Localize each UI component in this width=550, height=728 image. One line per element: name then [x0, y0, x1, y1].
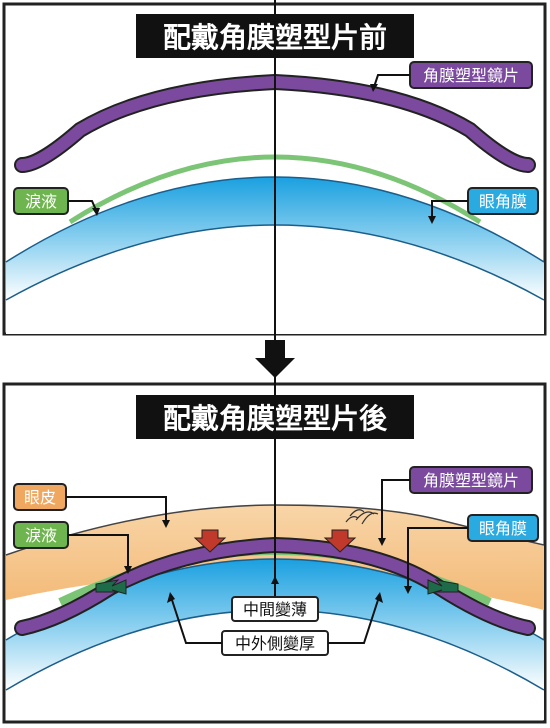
periphery-right-pointer: [328, 599, 379, 644]
before-tears-pointer-head: [92, 208, 100, 216]
periphery-left-pointer: [171, 599, 222, 644]
before-lens-label: 角膜塑型鏡片: [423, 66, 519, 85]
after-cornea: [6, 559, 544, 690]
before-tears-label: 淚液: [25, 192, 57, 211]
periphery-left-pointer-head: [167, 592, 175, 603]
before-cornea-pointer: [431, 200, 468, 218]
before-tears-pointer: [68, 200, 97, 211]
after-tears-label: 淚液: [25, 526, 57, 545]
after-tears-pointer-head: [124, 566, 132, 574]
flow-arrow-left-icon: [95, 579, 127, 595]
eyelash-icon: [345, 509, 379, 525]
after-lens-pointer-head: [378, 538, 386, 546]
flow-arrow-right-icon: [427, 579, 459, 595]
center-thinner-label-box: [231, 596, 319, 622]
after-lens-pointer: [381, 479, 410, 540]
center-thinner-label: 中間變薄: [243, 600, 307, 619]
after-lens-label: 角膜塑型鏡片: [423, 471, 519, 490]
after-cornea-label: 眼角膜: [479, 519, 527, 538]
pressure-arrow-left-icon: [193, 529, 227, 553]
center-thinner-pointer-head: [271, 576, 279, 584]
eyelid-pointer-head: [162, 520, 170, 528]
after-tears-pointer: [68, 534, 129, 568]
after-cornea-pointer: [407, 527, 468, 588]
periphery-thicker-label: 中外側變厚: [235, 634, 315, 653]
before-cornea: [6, 177, 544, 300]
before-cornea-label: 眼角膜: [479, 192, 527, 211]
after-cornea-pointer-head: [404, 586, 412, 594]
eyelid-label: 眼皮: [24, 488, 56, 507]
before-lens-pointer-head: [370, 84, 378, 92]
before-cornea-pointer-head: [428, 216, 436, 224]
before-lens-pointer: [373, 74, 410, 88]
periphery-right-pointer-head: [375, 592, 383, 603]
pressure-arrow-right-icon: [323, 529, 357, 553]
eyelid-pointer: [66, 496, 167, 522]
